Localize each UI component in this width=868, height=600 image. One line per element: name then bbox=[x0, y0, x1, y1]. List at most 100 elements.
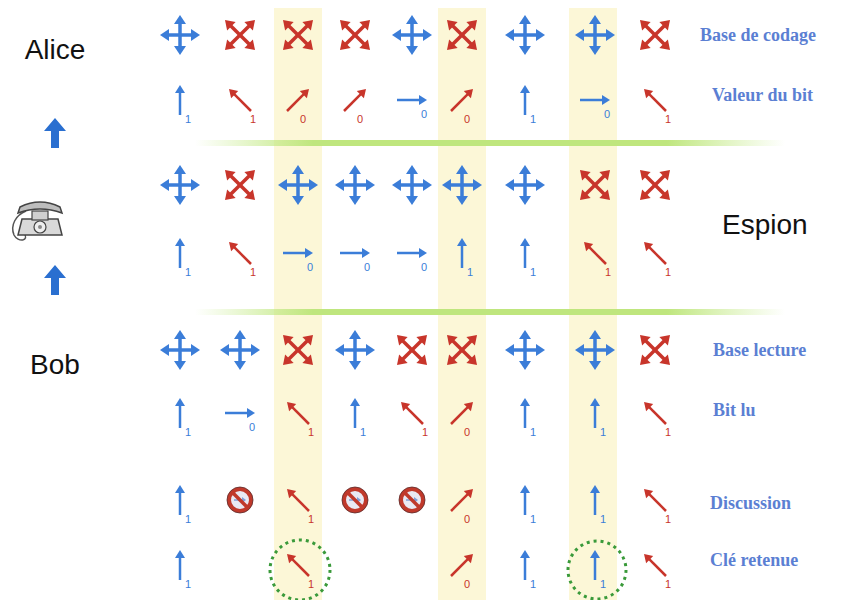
arrow-head bbox=[406, 46, 418, 55]
arrow-head bbox=[283, 20, 294, 31]
bit-value: 1 bbox=[185, 113, 191, 125]
diagonal-basis bbox=[580, 170, 610, 200]
arrow-head bbox=[640, 354, 651, 365]
arrow-head bbox=[302, 335, 313, 346]
arrow-head bbox=[456, 165, 468, 174]
arrow-head bbox=[416, 354, 427, 365]
arrow-head bbox=[505, 29, 514, 41]
person-name: Alice bbox=[25, 34, 86, 66]
arrow-shaft bbox=[289, 350, 298, 359]
rectilinear-basis bbox=[505, 330, 545, 370]
photon-arrow bbox=[350, 398, 360, 428]
arrow-shaft bbox=[403, 341, 412, 350]
rectilinear-basis bbox=[575, 15, 615, 55]
arrow-head bbox=[174, 15, 186, 24]
arrow-head bbox=[160, 179, 169, 191]
arrow-head bbox=[519, 330, 531, 339]
discarded-sign bbox=[342, 487, 368, 513]
arrow-head bbox=[640, 335, 651, 346]
arrow-head bbox=[349, 330, 361, 339]
arrow-shaft bbox=[238, 338, 242, 350]
arrow-head bbox=[357, 89, 366, 98]
discarded-sign bbox=[399, 487, 425, 513]
arrow-shaft bbox=[353, 173, 357, 185]
arrow-shaft bbox=[179, 405, 182, 428]
arrow-head bbox=[225, 39, 236, 50]
arrow-head bbox=[659, 189, 670, 200]
arrow-shaft bbox=[179, 92, 182, 115]
arrow-head bbox=[589, 361, 601, 370]
arrow-head bbox=[644, 402, 653, 411]
arrow-head bbox=[580, 189, 591, 200]
arrow-shaft bbox=[523, 185, 527, 197]
arrow-shaft bbox=[451, 494, 468, 511]
arrow-head bbox=[225, 189, 236, 200]
arrow-shaft bbox=[240, 26, 249, 35]
arrow-head bbox=[302, 20, 313, 31]
arrow-shaft bbox=[412, 33, 424, 37]
photon-arrow bbox=[590, 550, 600, 580]
arrow-head bbox=[340, 20, 351, 31]
arrow-head bbox=[606, 29, 615, 41]
rectilinear-basis bbox=[220, 330, 260, 370]
rectilinear-basis bbox=[392, 165, 432, 205]
diagonal-basis bbox=[447, 20, 477, 50]
arrow-head bbox=[519, 196, 531, 205]
arrow-shaft bbox=[589, 247, 606, 264]
arrow-shaft bbox=[523, 23, 527, 35]
arrow-shaft bbox=[397, 252, 420, 255]
arrow-shaft bbox=[355, 26, 364, 35]
arrow-shaft bbox=[406, 407, 423, 424]
arrow-shaft bbox=[178, 173, 182, 185]
arrow-shaft bbox=[460, 185, 464, 197]
arrow-shaft bbox=[353, 185, 357, 197]
arrow-head bbox=[419, 248, 427, 258]
photon-arrow bbox=[520, 485, 530, 515]
arrow-shaft bbox=[595, 176, 604, 185]
arrow-shaft bbox=[525, 348, 537, 352]
photon-arrow bbox=[644, 489, 666, 511]
arrow-shaft bbox=[595, 348, 607, 352]
rectilinear-basis bbox=[505, 15, 545, 55]
rectilinear-basis bbox=[278, 165, 318, 205]
bit-value: 1 bbox=[185, 513, 191, 525]
arrow-head bbox=[350, 398, 360, 406]
arrow-shaft bbox=[524, 492, 527, 515]
diagonal-basis bbox=[283, 335, 313, 365]
arrow-shaft bbox=[593, 338, 597, 350]
arrow-shaft bbox=[524, 405, 527, 428]
arrow-head bbox=[234, 361, 246, 370]
arrow-shaft bbox=[403, 350, 412, 359]
arrow-shaft bbox=[298, 35, 307, 44]
arrow-head bbox=[292, 165, 304, 174]
arrow-head bbox=[349, 165, 361, 174]
arrow-shaft bbox=[646, 35, 655, 44]
arrow-shaft bbox=[586, 176, 595, 185]
arrow-shaft bbox=[231, 35, 240, 44]
arrow-head bbox=[175, 398, 185, 406]
role-name: Espion bbox=[722, 209, 808, 241]
highlight-band bbox=[274, 8, 322, 600]
arrow-shaft bbox=[289, 35, 298, 44]
bit-value: 1 bbox=[360, 426, 366, 438]
arrow-shaft bbox=[178, 350, 182, 362]
arrow-head bbox=[406, 196, 418, 205]
bit-value: 1 bbox=[530, 426, 536, 438]
arrow-head bbox=[659, 170, 670, 181]
arrow-head bbox=[590, 485, 600, 493]
arrow-head bbox=[416, 335, 427, 346]
arrow-shaft bbox=[595, 185, 604, 194]
arrow-head bbox=[599, 170, 610, 181]
bit-value: 1 bbox=[665, 266, 671, 278]
arrow-shaft bbox=[292, 494, 309, 511]
arrow-shaft bbox=[355, 348, 367, 352]
arrow-head bbox=[520, 485, 530, 493]
arrow-head bbox=[464, 402, 473, 411]
arrow-shaft bbox=[523, 338, 527, 350]
photon-arrow bbox=[580, 95, 610, 105]
arrow-head bbox=[175, 85, 185, 93]
arrow-shaft bbox=[462, 35, 471, 44]
arrow-shaft bbox=[655, 35, 664, 44]
arrow-shaft bbox=[240, 176, 249, 185]
